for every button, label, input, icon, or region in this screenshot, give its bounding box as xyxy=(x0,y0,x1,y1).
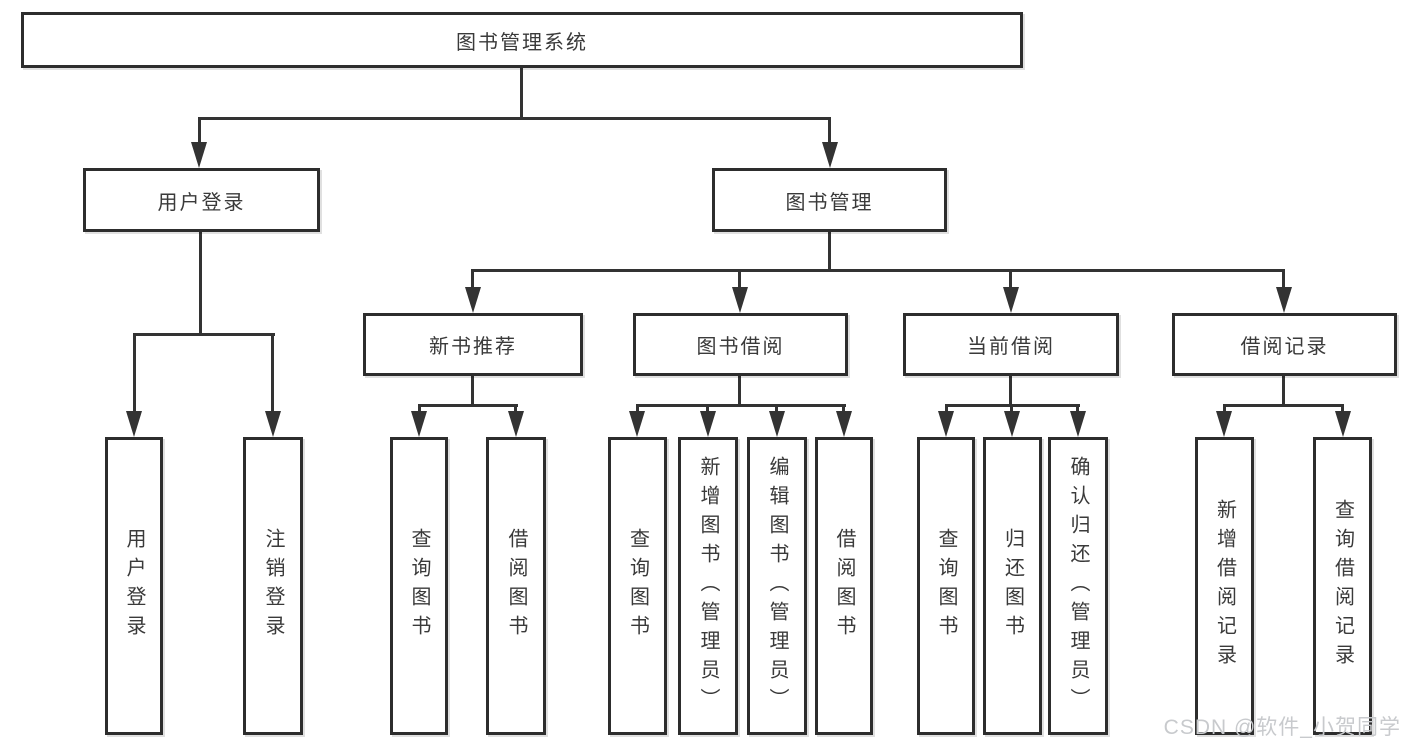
node-leaf-user-login: 用户登录 xyxy=(105,437,163,735)
node-book-management: 图书管理 xyxy=(712,168,947,232)
connector-line xyxy=(471,269,1285,272)
arrow-down-icon xyxy=(836,411,852,437)
node-leaf-edit-book-admin: 编辑图书（管理员） xyxy=(747,437,807,735)
node-leaf-query-book-1: 查询图书 xyxy=(390,437,448,735)
node-book-borrowing: 图书借阅 xyxy=(633,313,848,376)
connector-line xyxy=(828,117,831,147)
node-leaf-logout: 注销登录 xyxy=(243,437,303,735)
connector-line xyxy=(271,333,274,413)
connector-line xyxy=(775,404,778,416)
arrow-down-icon xyxy=(629,411,645,437)
arrow-down-icon xyxy=(938,411,954,437)
connector-line xyxy=(738,376,741,406)
node-root: 图书管理系统 xyxy=(21,12,1023,68)
node-leaf-return-book: 归还图书 xyxy=(983,437,1042,735)
connector-line xyxy=(828,232,831,272)
connector-line xyxy=(842,404,845,416)
arrow-down-icon xyxy=(1276,287,1292,313)
arrow-down-icon xyxy=(1070,411,1086,437)
connector-line xyxy=(945,404,948,416)
connector-line xyxy=(636,404,846,407)
connector-line xyxy=(133,333,275,336)
arrow-down-icon xyxy=(700,411,716,437)
arrow-down-icon xyxy=(732,287,748,313)
arrow-down-icon xyxy=(822,142,838,168)
arrow-down-icon xyxy=(265,411,281,437)
connector-line xyxy=(636,404,639,416)
node-leaf-add-borrow-record: 新增借阅记录 xyxy=(1195,437,1254,735)
arrow-down-icon xyxy=(1004,411,1020,437)
arrow-down-icon xyxy=(465,287,481,313)
connector-line xyxy=(1282,376,1285,406)
connector-line xyxy=(418,404,518,407)
arrow-down-icon xyxy=(1216,411,1232,437)
connector-line xyxy=(418,404,421,416)
connector-line xyxy=(514,404,517,416)
connector-line xyxy=(1341,404,1344,416)
node-leaf-query-book-3: 查询图书 xyxy=(917,437,975,735)
connector-line xyxy=(1076,404,1079,416)
connector-line xyxy=(471,269,474,291)
node-borrowing-records: 借阅记录 xyxy=(1172,313,1397,376)
arrow-down-icon xyxy=(126,411,142,437)
connector-line xyxy=(1010,404,1013,416)
connector-line xyxy=(1223,404,1226,416)
connector-line xyxy=(471,376,474,406)
connector-line xyxy=(1009,269,1012,291)
csdn-watermark: CSDN @软件_小贺同学 xyxy=(1163,716,1401,739)
node-leaf-query-book-2: 查询图书 xyxy=(608,437,667,735)
node-leaf-borrow-book-2: 借阅图书 xyxy=(815,437,873,735)
connector-line xyxy=(133,333,136,413)
node-user-login: 用户登录 xyxy=(83,168,320,232)
arrow-down-icon xyxy=(508,411,524,437)
connector-line xyxy=(1223,404,1344,407)
node-current-borrowing: 当前借阅 xyxy=(903,313,1119,376)
arrow-down-icon xyxy=(411,411,427,437)
node-leaf-add-book-admin: 新增图书（管理员） xyxy=(678,437,738,735)
node-leaf-query-borrow-record: 查询借阅记录 xyxy=(1313,437,1372,735)
arrow-down-icon xyxy=(1335,411,1351,437)
arrow-down-icon xyxy=(769,411,785,437)
connector-line xyxy=(198,117,831,120)
node-new-book-recommend: 新书推荐 xyxy=(363,313,583,376)
connector-line xyxy=(706,404,709,416)
connector-line xyxy=(1009,376,1012,406)
connector-line xyxy=(199,232,202,336)
connector-line xyxy=(520,68,523,120)
arrow-down-icon xyxy=(191,142,207,168)
node-leaf-borrow-book-1: 借阅图书 xyxy=(486,437,546,735)
connector-line xyxy=(198,117,201,147)
connector-line xyxy=(1282,269,1285,291)
node-leaf-confirm-return-admin: 确认归还（管理员） xyxy=(1048,437,1108,735)
arrow-down-icon xyxy=(1003,287,1019,313)
connector-line xyxy=(738,269,741,291)
